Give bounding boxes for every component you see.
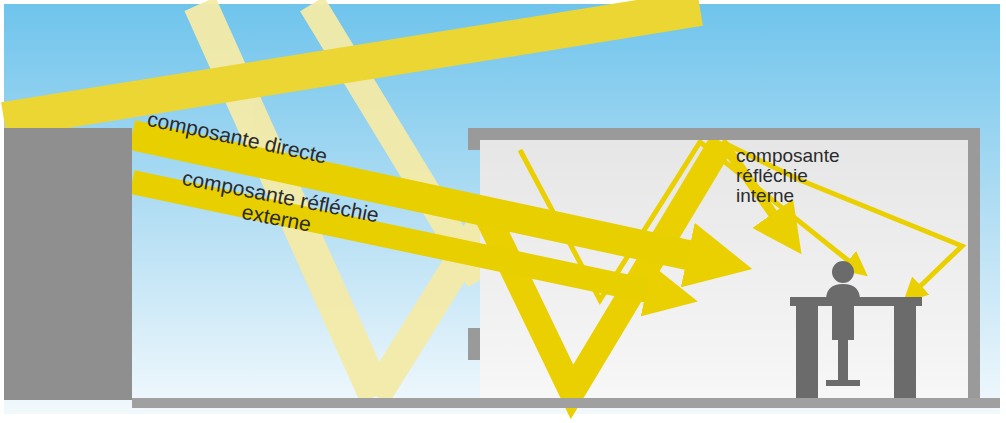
sun-beam <box>4 8 700 120</box>
neighbouring-building <box>4 128 132 400</box>
ground <box>132 398 1000 408</box>
entering-beams <box>132 135 720 296</box>
beam-label: composante réfléchie interne <box>736 146 864 206</box>
person-at-desk <box>790 261 922 398</box>
sky <box>4 4 1000 414</box>
room-walls <box>468 128 980 400</box>
